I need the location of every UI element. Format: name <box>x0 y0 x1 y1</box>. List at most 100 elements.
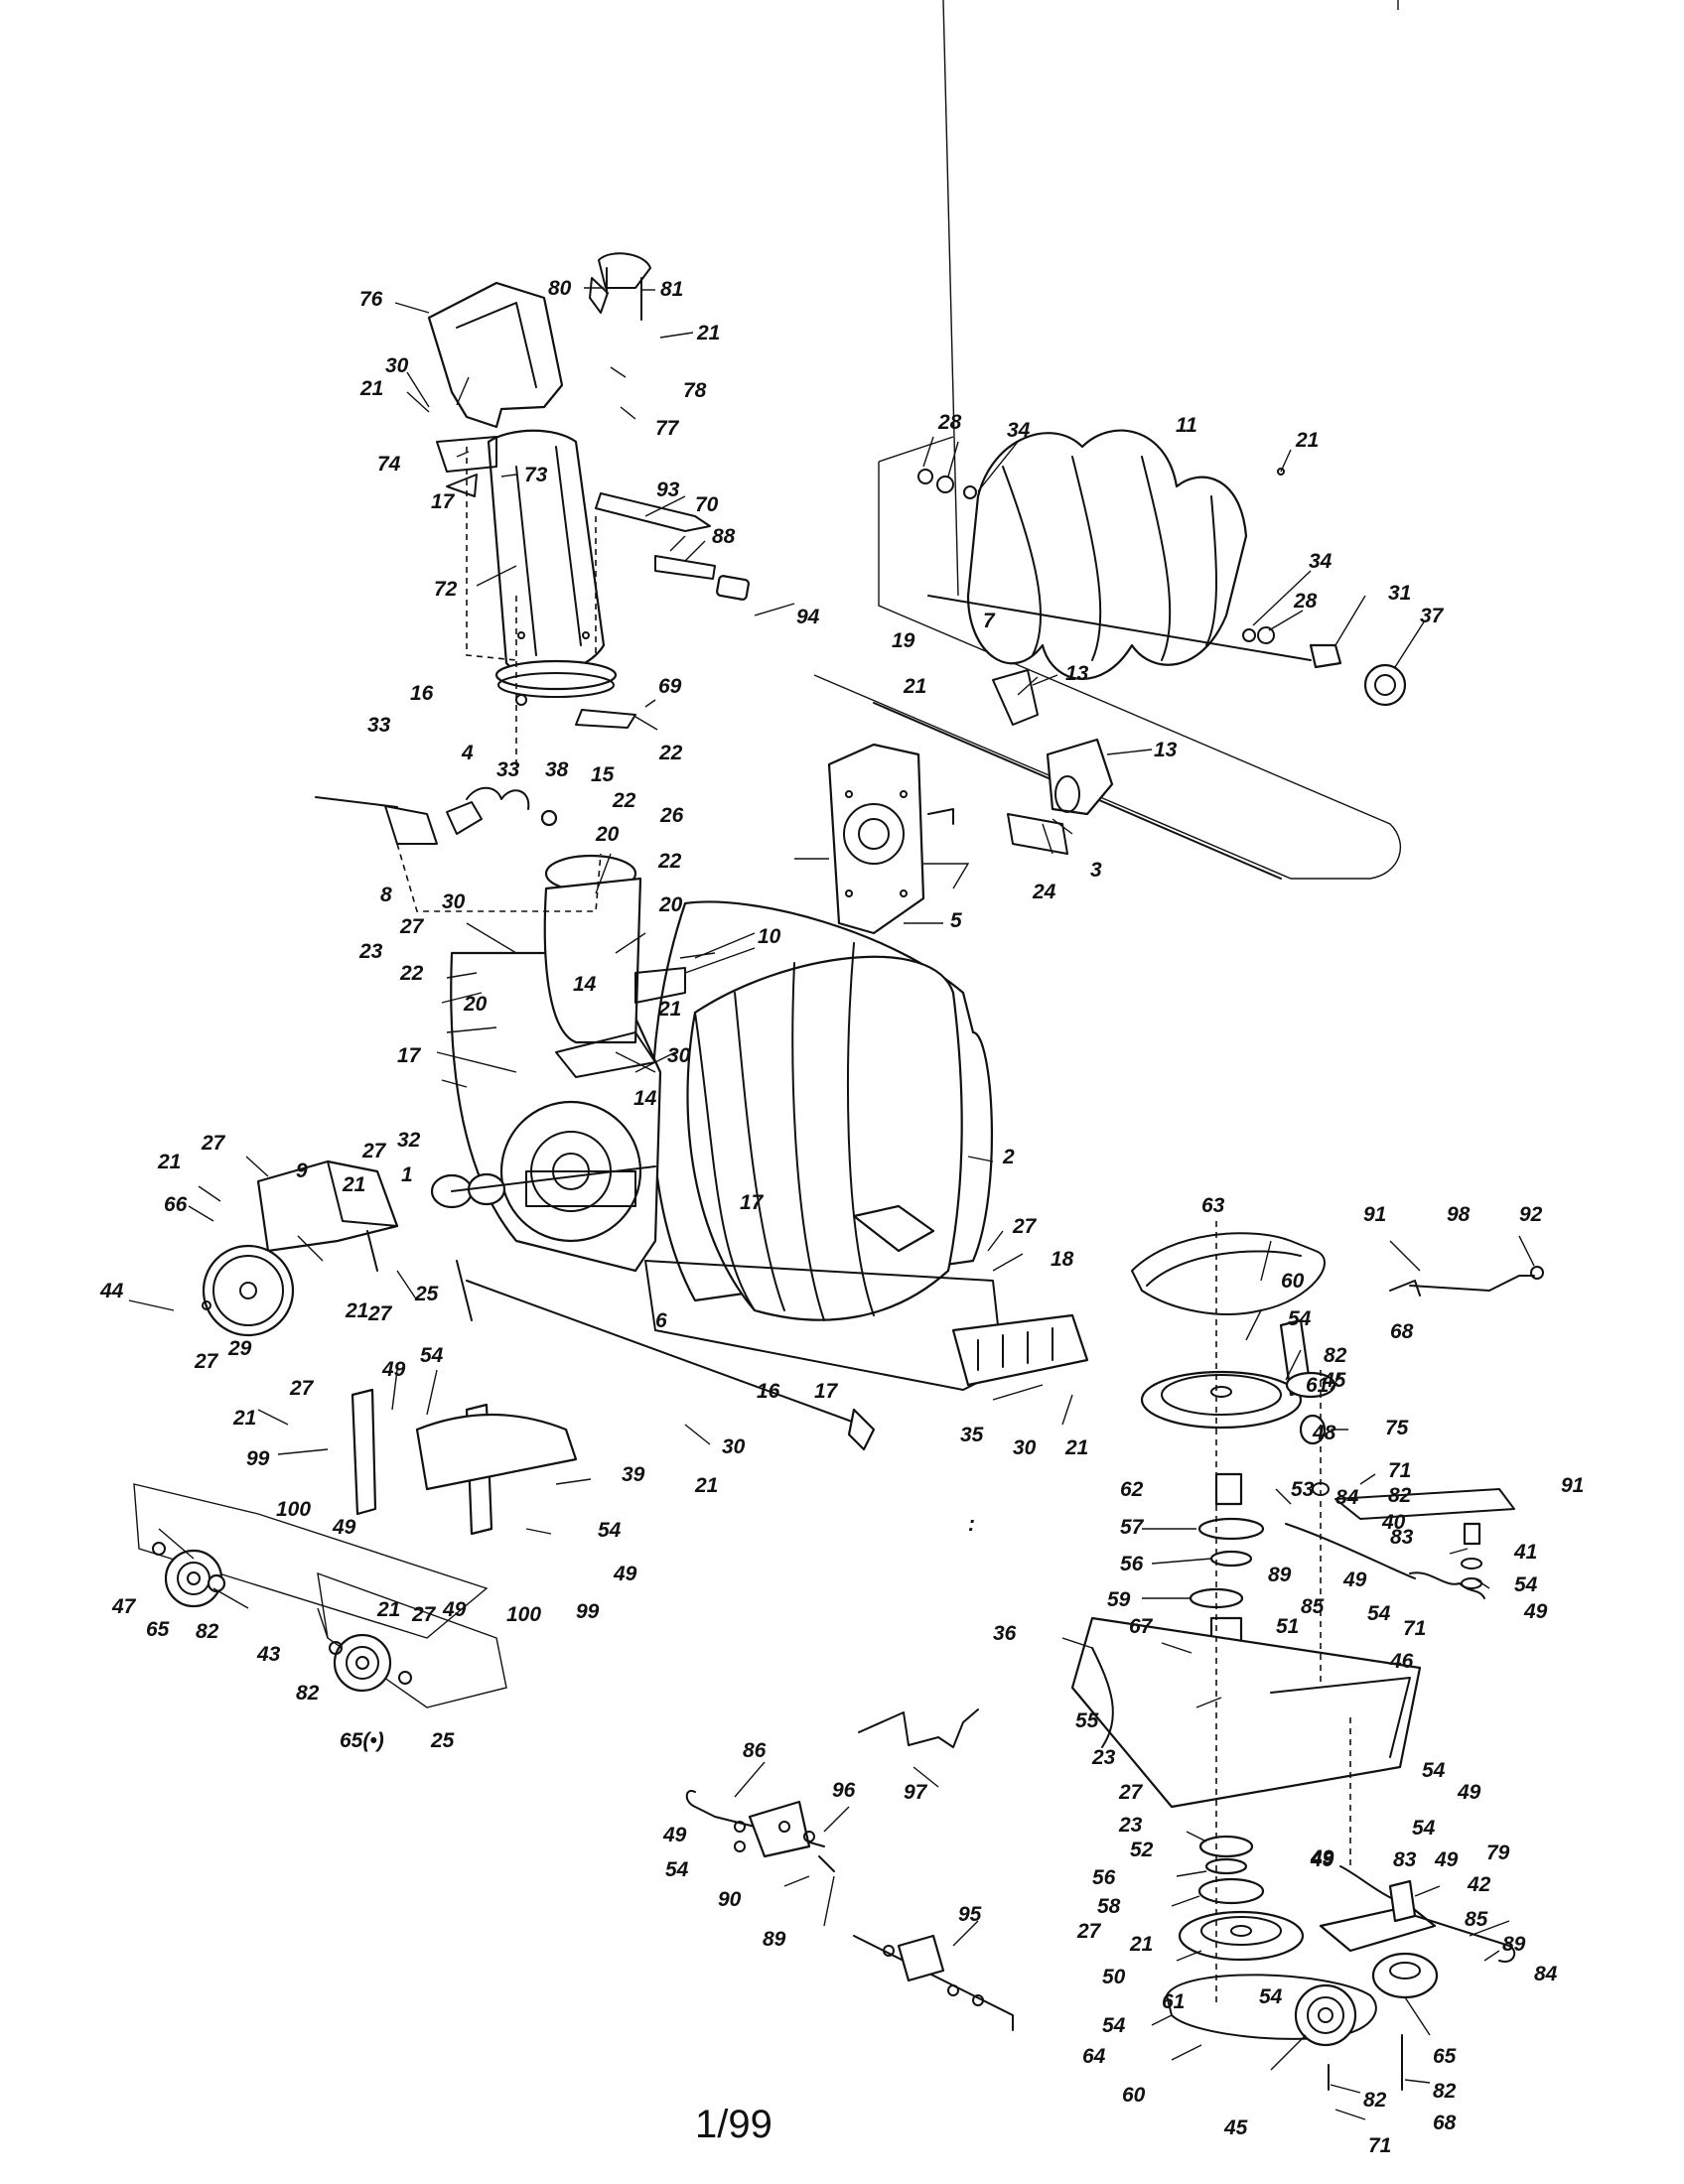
skid-shoe-35 <box>951 1313 1089 1387</box>
callout-22: 22 <box>399 962 424 985</box>
callout-83: 83 <box>1390 1526 1414 1549</box>
callout-82: 82 <box>1324 1344 1347 1367</box>
callout-17: 17 <box>431 490 456 513</box>
drive-assembly <box>1070 1221 1544 2091</box>
callout-34: 34 <box>1007 419 1031 442</box>
callout-99: 99 <box>246 1447 270 1470</box>
idler-65b <box>333 1633 392 1693</box>
callout-21: 21 <box>345 1299 368 1322</box>
callout-49: 49 <box>1434 1848 1459 1871</box>
control-rod <box>315 596 602 912</box>
callout-82: 82 <box>1363 2089 1387 2112</box>
callout-54: 54 <box>1288 1307 1312 1330</box>
callout-86: 86 <box>743 1739 767 1762</box>
callout-90: 90 <box>718 1888 742 1911</box>
callout-21: 21 <box>376 1598 400 1621</box>
callout-65: 65 <box>146 1618 170 1641</box>
callout-49: 49 <box>662 1824 687 1846</box>
callout-54: 54 <box>665 1858 689 1881</box>
callout-16: 16 <box>757 1380 780 1403</box>
callout-58: 58 <box>1097 1895 1121 1918</box>
auger-housing <box>466 900 1089 1451</box>
impeller-frame <box>202 854 686 1337</box>
callout-27: 27 <box>367 1302 393 1325</box>
frame-39 <box>415 1413 578 1491</box>
callout-68: 68 <box>1390 1320 1414 1343</box>
callout-13: 13 <box>1154 739 1178 761</box>
callout-100: 100 <box>506 1603 541 1626</box>
pulley-66 <box>202 1244 295 1337</box>
callout-30: 30 <box>385 354 409 377</box>
callout-32: 32 <box>397 1129 421 1152</box>
callout-39: 39 <box>622 1463 645 1486</box>
callout-6: 6 <box>655 1309 667 1332</box>
callout-68: 68 <box>1433 2112 1457 2134</box>
flange-57 <box>1197 1517 1265 1541</box>
callout-52: 52 <box>1130 1839 1154 1861</box>
pulley-48 <box>1140 1370 1303 1430</box>
pulley-45b <box>1294 1983 1357 2047</box>
callout-91: 91 <box>1561 1474 1584 1497</box>
loose-parts: : <box>685 1513 1014 2031</box>
callout-27: 27 <box>361 1140 387 1162</box>
callout-10: 10 <box>758 925 781 948</box>
callout-60: 60 <box>1122 2084 1146 2107</box>
auger-part-11 <box>966 429 1248 680</box>
callout-45: 45 <box>1223 2116 1248 2139</box>
callout-62: 62 <box>1120 1478 1144 1501</box>
rod-97 <box>858 1708 979 1748</box>
callout-49: 49 <box>1457 1781 1481 1804</box>
callout-85: 85 <box>1301 1595 1325 1618</box>
callout-49: 49 <box>1523 1600 1548 1623</box>
callout-64: 64 <box>1082 2045 1106 2068</box>
callout-37: 37 <box>1420 605 1445 627</box>
callout-59: 59 <box>1107 1588 1131 1611</box>
callout-42: 42 <box>1467 1873 1491 1896</box>
callout-49: 49 <box>442 1598 467 1621</box>
callout-45: 45 <box>1322 1369 1346 1392</box>
callout-13: 13 <box>1065 662 1089 685</box>
rod-98 <box>1409 1275 1535 1292</box>
idler-arm-40 <box>1334 1488 1515 1520</box>
callout-80: 80 <box>548 277 572 300</box>
callout-49: 49 <box>613 1563 637 1585</box>
callout-24: 24 <box>1032 881 1056 903</box>
callout-19: 19 <box>892 629 915 652</box>
callout-67: 67 <box>1129 1615 1154 1638</box>
callout-34: 34 <box>1309 550 1333 573</box>
callout-25: 25 <box>430 1729 455 1752</box>
bearing-56 <box>1209 1550 1253 1568</box>
pin-79 <box>1388 1879 1417 1923</box>
callout-48: 48 <box>1312 1422 1336 1444</box>
callout-27: 27 <box>289 1377 315 1400</box>
callout-43: 43 <box>256 1643 281 1666</box>
auger-shaft <box>927 595 1312 661</box>
callout-54: 54 <box>1412 1817 1436 1840</box>
callout-65-bullet: 65(•) <box>340 1729 384 1752</box>
callout-89: 89 <box>1268 1564 1292 1586</box>
callout-18: 18 <box>1051 1248 1074 1271</box>
callout-33: 33 <box>367 714 391 737</box>
callout-99: 99 <box>576 1600 600 1623</box>
nut-31 <box>1309 643 1342 669</box>
callout-40: 40 <box>1381 1511 1406 1534</box>
callout-28: 28 <box>1293 590 1318 613</box>
callout-29: 29 <box>227 1337 252 1360</box>
callout-82: 82 <box>196 1620 219 1643</box>
callout-7: 7 <box>983 610 996 632</box>
callout-44: 44 <box>99 1280 124 1302</box>
callout-22: 22 <box>657 850 682 873</box>
gearbox-3 <box>1046 738 1114 816</box>
callout-79: 79 <box>1486 1842 1510 1864</box>
flange-58 <box>1197 1877 1265 1905</box>
callout-85: 85 <box>1465 1908 1488 1931</box>
callout-49: 49 <box>332 1516 356 1539</box>
callout-17: 17 <box>740 1191 765 1214</box>
cable-84 <box>1285 1523 1416 1579</box>
callout-27: 27 <box>1076 1920 1102 1943</box>
callout-5: 5 <box>950 909 962 932</box>
callout-50: 50 <box>1102 1966 1126 1988</box>
callout-73: 73 <box>524 464 548 486</box>
callout-54: 54 <box>1514 1573 1538 1596</box>
